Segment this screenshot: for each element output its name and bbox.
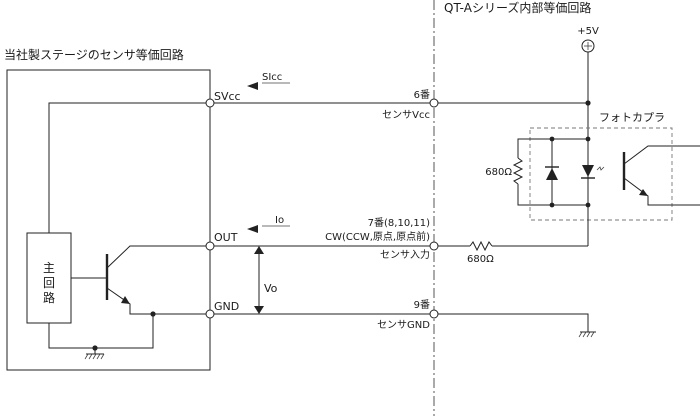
phototransistor-collector bbox=[623, 145, 672, 165]
vo-arrow-down-icon bbox=[254, 306, 264, 314]
main-circuit-char-2: 回 bbox=[43, 276, 55, 290]
led-icon bbox=[582, 165, 594, 177]
right-title: QT-Aシリーズ内部等価回路 bbox=[444, 0, 591, 15]
sensor-box bbox=[6, 69, 211, 371]
ground-junction-dot bbox=[92, 345, 98, 351]
terminal-out bbox=[205, 241, 215, 251]
terminal-gnd-label: GND bbox=[214, 300, 239, 313]
photocoupler-box bbox=[529, 127, 673, 221]
pullup-resistor-label: 680Ω bbox=[485, 167, 512, 178]
connector-pin9 bbox=[429, 309, 439, 319]
series-resistor bbox=[469, 240, 493, 252]
ground-return-wire bbox=[48, 314, 154, 349]
photo-bottom-rail bbox=[517, 184, 588, 206]
photocoupler-label: フォトカプラ bbox=[599, 111, 665, 124]
svcc-internal-wire bbox=[48, 102, 206, 233]
pullup-resistor bbox=[512, 157, 524, 185]
protection-diode-icon bbox=[546, 168, 558, 180]
terminal-svcc bbox=[205, 98, 215, 108]
led-emission-icon bbox=[596, 166, 605, 171]
pin6-number: 6番 bbox=[414, 89, 430, 101]
phototransistor-emitter bbox=[623, 177, 672, 206]
connector-pin7 bbox=[429, 241, 439, 251]
right-gnd-line bbox=[438, 313, 589, 332]
transistor-collector-wire bbox=[106, 245, 206, 269]
vo-arrow-up-icon bbox=[254, 246, 264, 254]
vcc-junction-dot bbox=[585, 100, 591, 106]
pin7-number: 7番(8,10,11) bbox=[368, 217, 430, 229]
io-arrow-icon bbox=[247, 225, 258, 233]
terminal-gnd bbox=[205, 309, 215, 319]
supply-label: +5V bbox=[577, 26, 599, 37]
emitter-junction-dot bbox=[150, 311, 156, 317]
pin7-function: CW(CCW,原点,原点前) bbox=[325, 230, 430, 243]
terminal-svcc-label: SVcc bbox=[214, 90, 241, 103]
main-circuit-char-1: 主 bbox=[43, 261, 55, 275]
slcc-arrow-icon bbox=[247, 82, 258, 90]
connector-pin6 bbox=[429, 98, 439, 108]
pin9-name: センサGND bbox=[377, 319, 430, 331]
vo-label: Vo bbox=[264, 282, 278, 295]
pin7-name: センサ入力 bbox=[380, 248, 430, 261]
transistor-emitter-wire bbox=[106, 287, 206, 315]
main-circuit-char-3: 路 bbox=[43, 290, 55, 305]
slcc-label: SIcc bbox=[262, 72, 282, 83]
series-resistor-label: 680Ω bbox=[467, 254, 494, 265]
emitter-arrow bbox=[121, 296, 130, 304]
io-label: Io bbox=[275, 215, 284, 226]
pin6-name: センサVcc bbox=[382, 109, 430, 121]
pin9-number: 9番 bbox=[414, 299, 430, 311]
terminal-out-label: OUT bbox=[214, 231, 238, 244]
photo-top-rail bbox=[517, 138, 588, 158]
left-title: 当社製ステージのセンサ等価回路 bbox=[4, 47, 184, 62]
